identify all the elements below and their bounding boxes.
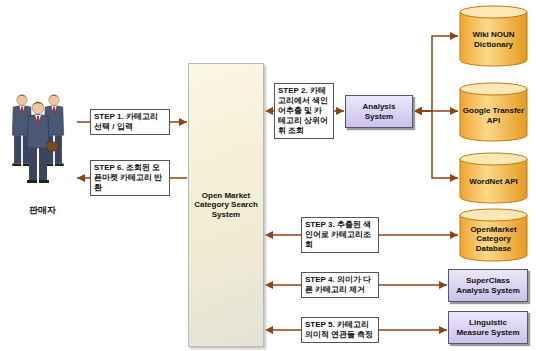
cylinder-top <box>460 153 527 165</box>
cylinder-top <box>460 83 527 95</box>
connector-arrow <box>414 111 458 178</box>
process-box: Analysis System <box>345 95 413 128</box>
process-box: SuperClass Analysis System <box>448 269 528 302</box>
system-box: Open Market Category Search System <box>188 63 264 347</box>
connector-arrow <box>414 36 458 111</box>
seller-icon <box>12 95 63 183</box>
briefcase <box>47 142 58 151</box>
process-box: Linguistic Measure System <box>448 311 528 344</box>
node-label: Analysis System <box>349 102 409 121</box>
node-label: Wiki NOUN Dictionary <box>462 30 525 49</box>
cylinder-top <box>460 209 527 221</box>
database-cylinder: OpenMarket Category Database <box>459 208 528 262</box>
person-figure <box>27 102 49 183</box>
cylinder-body <box>460 12 527 66</box>
seller-actor: 판매자 <box>8 88 76 228</box>
step-label: STEP 6. 조회된 오픈마켓 카테고리 반환 <box>90 160 170 196</box>
database-cylinder: WordNet API <box>459 152 528 204</box>
node-label: WordNet API <box>462 177 525 187</box>
node-label: 판매자 <box>8 205 76 216</box>
node-label: Open Market Category Search System <box>193 191 259 220</box>
step-label: STEP 4. 의미가 다른 카테고리 제거 <box>301 272 379 298</box>
cylinder-body <box>460 89 527 141</box>
step-label: STEP 5. 카테고리 의미적 연관들 측정 <box>301 317 379 343</box>
cylinder-body <box>460 215 527 261</box>
step-label: STEP 3. 추출된 색인어로 카테고리조회 <box>301 217 379 253</box>
node-label: OpenMarket Category Database <box>462 225 525 254</box>
step-label: STEP 1. 카테고리 선택 / 입력 <box>90 109 170 135</box>
database-cylinder: Wiki NOUN Dictionary <box>459 5 528 67</box>
node-label: SuperClass Analysis System <box>452 276 524 295</box>
cylinder-body <box>460 159 527 203</box>
database-cylinder: Google Transfer API <box>459 82 528 142</box>
node-label: Google Transfer API <box>462 106 525 125</box>
cylinder-top <box>460 6 527 18</box>
step-label: STEP 2. 카테고리에서 색인어추출 및 카테고리 상위어휘 조회 <box>274 83 334 139</box>
node-label: Linguistic Measure System <box>452 318 524 337</box>
